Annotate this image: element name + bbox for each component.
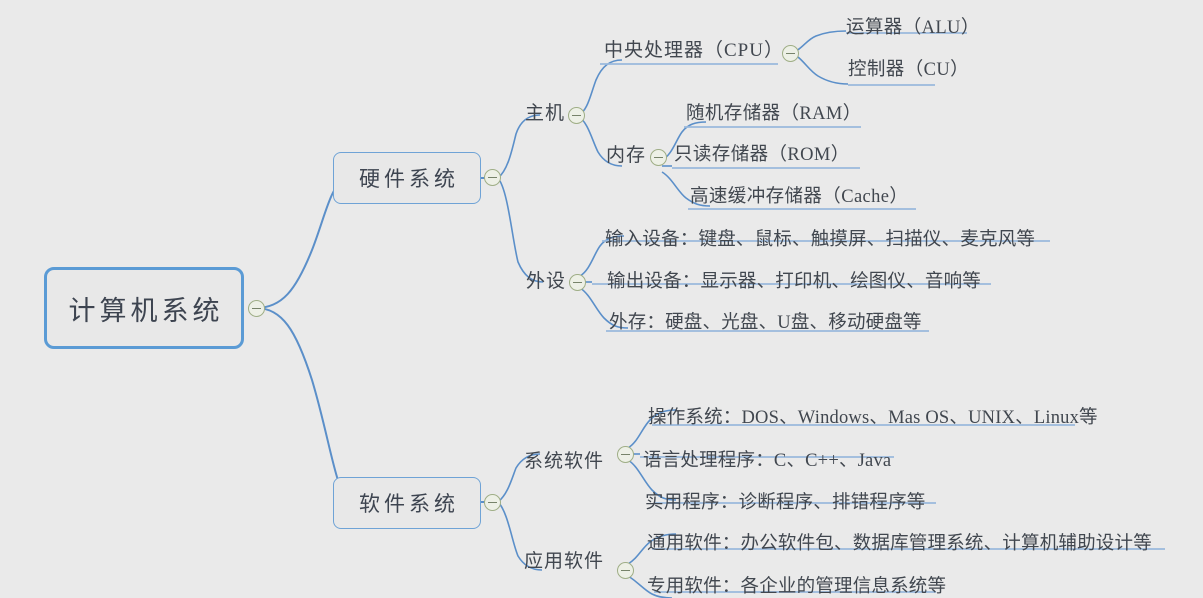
leaf-ram[interactable]: 随机存储器（RAM） (686, 104, 862, 124)
leaf-cache[interactable]: 高速缓冲存储器（Cache） (690, 187, 909, 207)
topic-cpu[interactable]: 中央处理器（CPU） (604, 40, 784, 61)
topic-application-software[interactable]: 应用软件 (524, 551, 605, 572)
collapse-toggle-peripherals[interactable] (569, 274, 586, 291)
topic-memory[interactable]: 内存 (606, 145, 647, 166)
leaf-utility-program[interactable]: 实用程序：诊断程序、排错程序等 (645, 493, 926, 513)
leaf-language-processor[interactable]: 语言处理程序：C、C++、Java (643, 451, 892, 471)
leaf-output-devices[interactable]: 输出设备：显示器、打印机、绘图仪、音响等 (607, 272, 982, 292)
leaf-general-software[interactable]: 通用软件：办公软件包、数据库管理系统、计算机辅助设计等 (647, 534, 1152, 554)
leaf-input-devices[interactable]: 输入设备：键盘、鼠标、触摸屏、扫描仪、麦克风等 (605, 230, 1036, 250)
topic-peripherals[interactable]: 外设 (526, 271, 567, 292)
leaf-operating-system[interactable]: 操作系统：DOS、Windows、Mas OS、UNIX、Linux等 (648, 408, 1098, 428)
collapse-toggle-application-software[interactable] (617, 562, 634, 579)
branch-node-hardware[interactable]: 硬件系统 (333, 152, 481, 204)
root-node[interactable]: 计算机系统 (44, 267, 244, 349)
leaf-alu[interactable]: 运算器（ALU） (846, 18, 980, 38)
leaf-cu[interactable]: 控制器（CU） (848, 60, 969, 80)
collapse-toggle-system-software[interactable] (617, 446, 634, 463)
collapse-toggle-cpu[interactable] (782, 45, 799, 62)
topic-system-software[interactable]: 系统软件 (524, 451, 605, 472)
collapse-toggle-root[interactable] (248, 300, 265, 317)
leaf-dedicated-software[interactable]: 专用软件：各企业的管理信息系统等 (647, 577, 947, 597)
leaf-external-storage[interactable]: 外存：硬盘、光盘、U盘、移动硬盘等 (609, 313, 922, 333)
collapse-toggle-hardware[interactable] (484, 169, 501, 186)
collapse-toggle-host[interactable] (568, 107, 585, 124)
collapse-toggle-memory[interactable] (650, 149, 667, 166)
branch-node-software[interactable]: 软件系统 (333, 477, 481, 529)
topic-host[interactable]: 主机 (525, 103, 566, 124)
leaf-rom[interactable]: 只读存储器（ROM） (674, 145, 850, 165)
collapse-toggle-software[interactable] (484, 494, 501, 511)
